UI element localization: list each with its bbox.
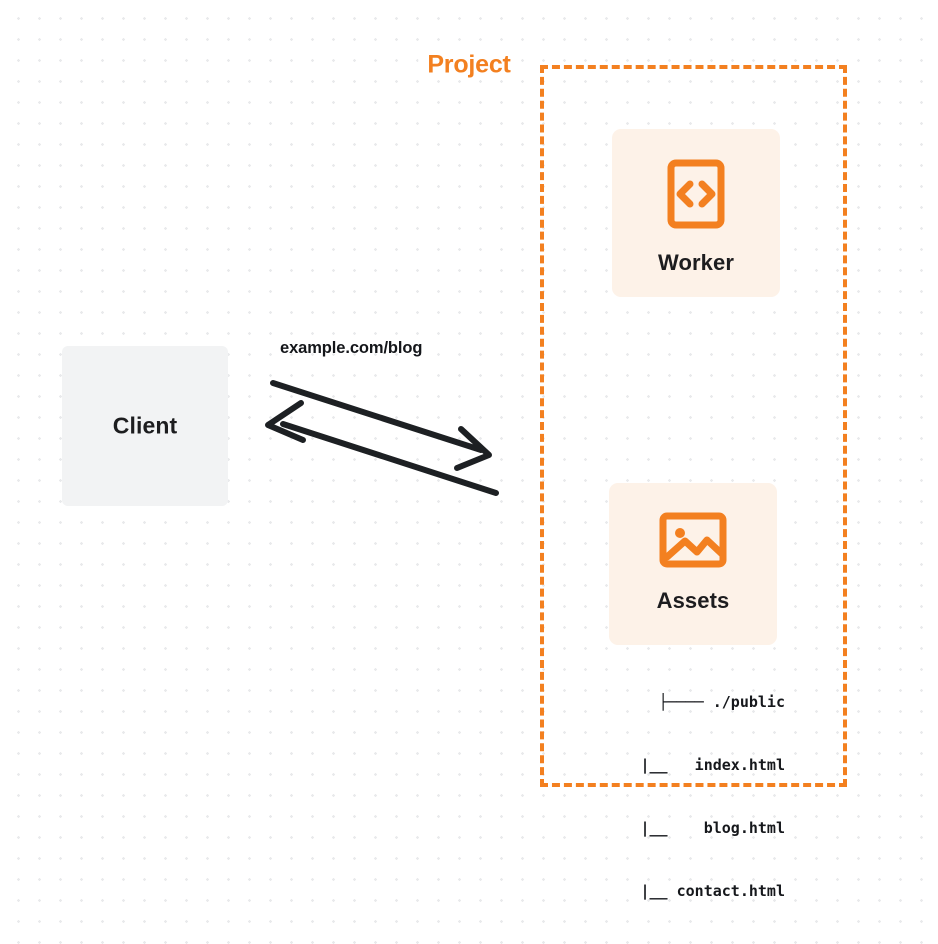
image-picture-icon: [659, 511, 727, 574]
worker-label: Worker: [658, 250, 734, 275]
connection-url-label: example.com/blog: [280, 339, 423, 357]
code-brackets-icon: [667, 159, 725, 234]
file-tree-row: |__ index.html: [622, 756, 785, 774]
project-title: Project: [418, 50, 520, 80]
project-container: [540, 65, 847, 787]
assets-node[interactable]: Assets: [609, 483, 777, 645]
file-tree-row: |__ contact.html: [622, 882, 785, 900]
request-arrow-icon: [270, 380, 492, 471]
worker-node[interactable]: Worker: [612, 129, 780, 297]
assets-file-tree: ├──── ./public |__ index.html |__ blog.h…: [560, 650, 785, 944]
file-tree-row: ├──── ./public: [658, 693, 785, 711]
client-label: Client: [112, 412, 178, 439]
client-node[interactable]: Client: [62, 346, 228, 506]
response-arrow-icon: [265, 400, 499, 496]
assets-label: Assets: [656, 588, 730, 613]
diagram-canvas: Client example.com/blog Project Worker: [62, 50, 847, 900]
file-tree-row: |__ blog.html: [622, 819, 785, 837]
